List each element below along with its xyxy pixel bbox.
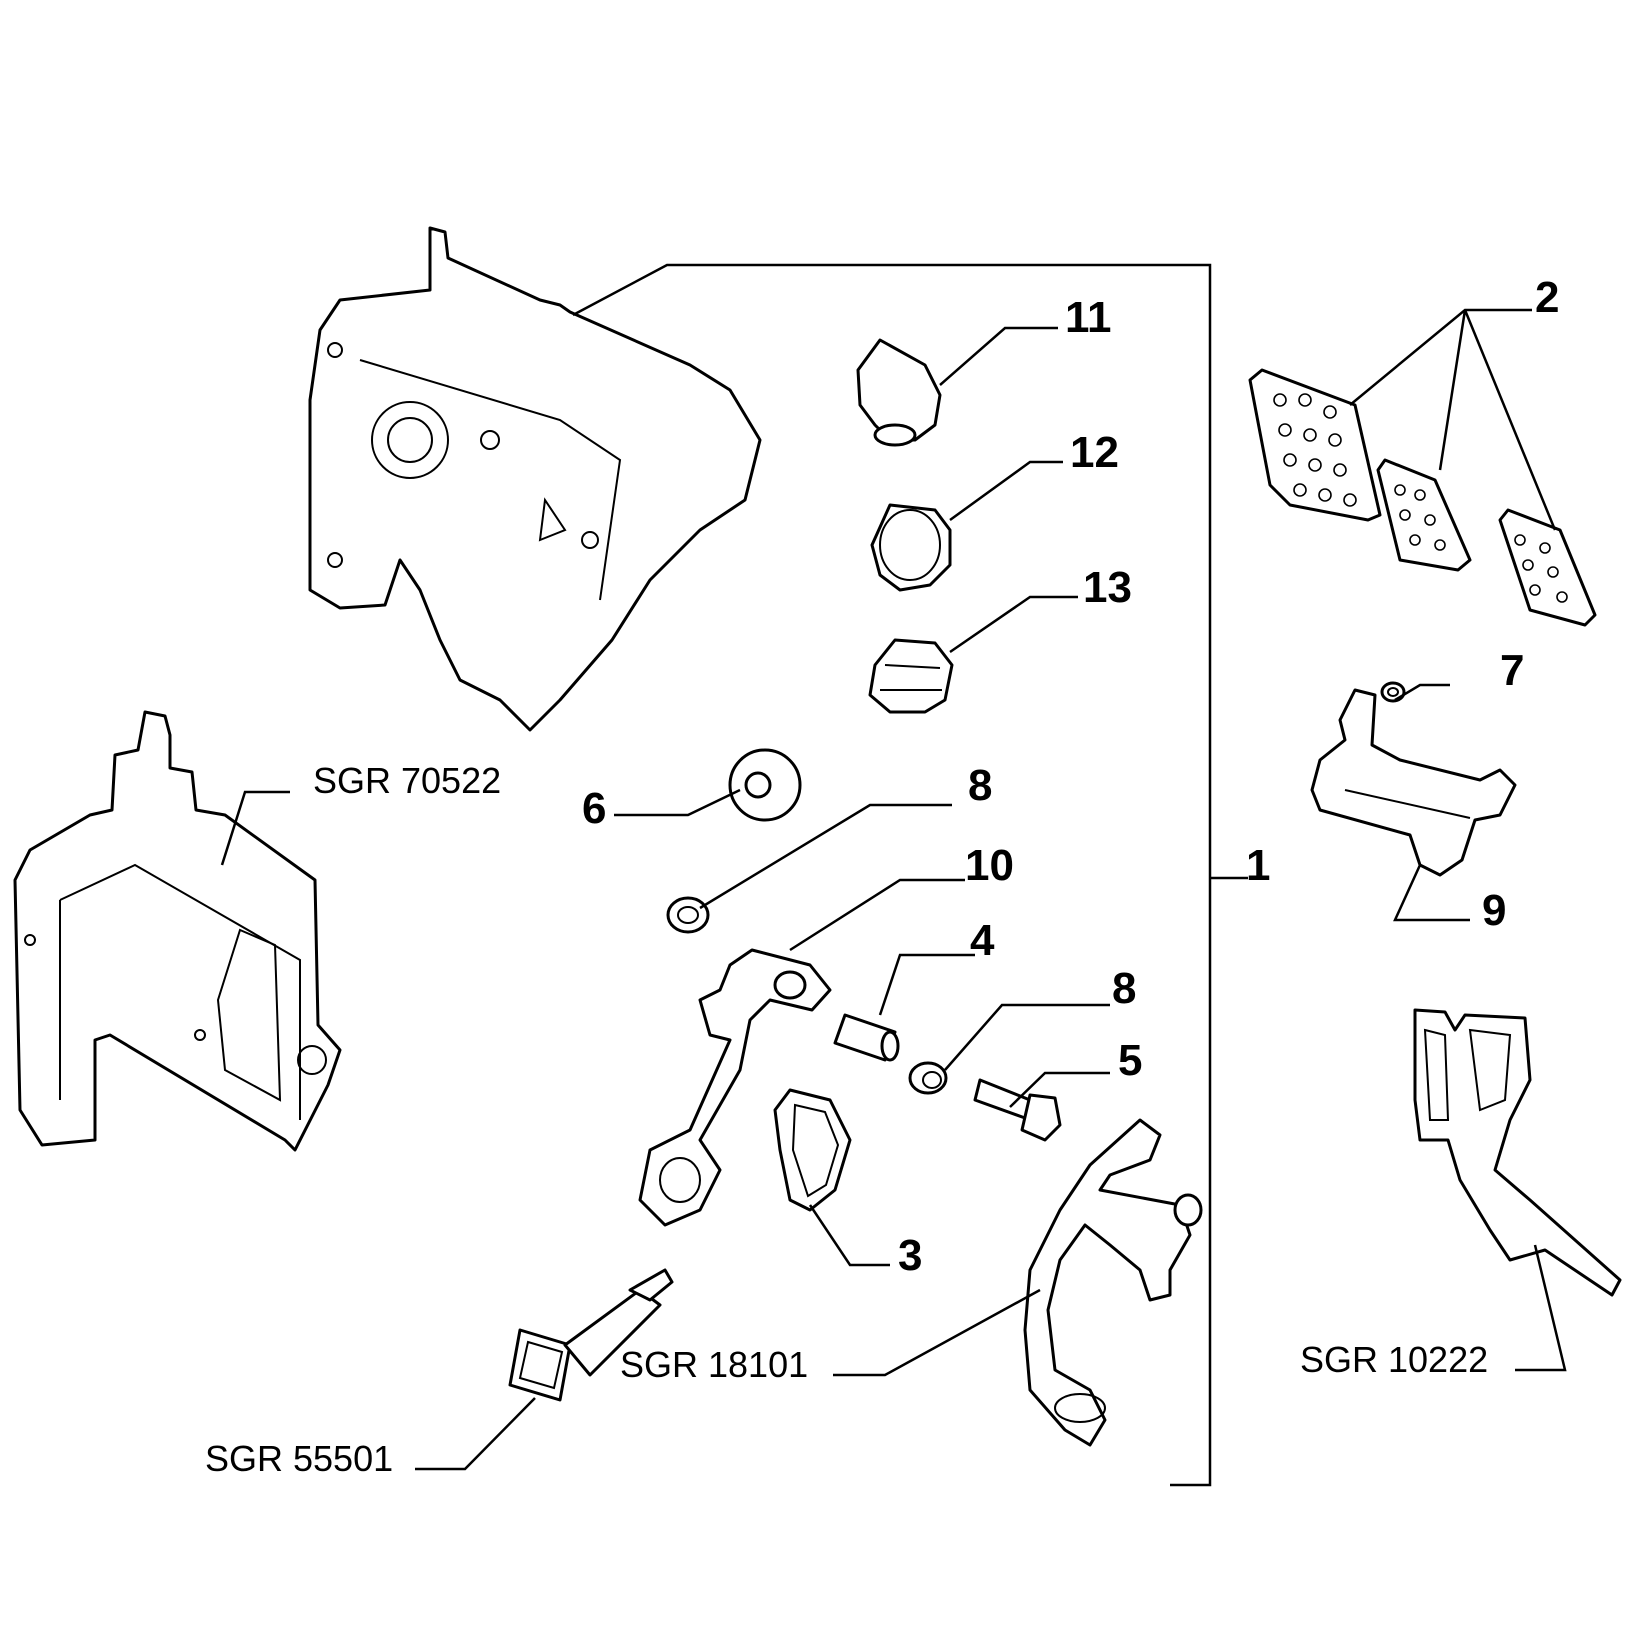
callout-3: 3 xyxy=(898,1231,922,1280)
gasket-ring-3 xyxy=(773,1088,852,1212)
clip-13 xyxy=(868,638,954,714)
spacer-4 xyxy=(833,1013,900,1062)
bracket-9 xyxy=(1310,688,1517,877)
pedal-pad-large xyxy=(1248,368,1382,522)
pedal-pad-right xyxy=(1498,508,1597,627)
bolt-5 xyxy=(973,1078,1062,1142)
callout-6: 6 xyxy=(582,784,606,833)
clip-11 xyxy=(856,338,942,447)
bush-8-upper xyxy=(666,896,710,934)
pedal-lever-10 xyxy=(638,948,832,1227)
callout-10: 10 xyxy=(965,841,1014,890)
ref-sgr-10222: SGR 10222 xyxy=(1300,1339,1488,1380)
clutch-pedal xyxy=(1023,1118,1203,1447)
ref-sgr-18101: SGR 18101 xyxy=(620,1344,808,1385)
accelerator-pedal xyxy=(1413,1008,1622,1297)
callout-11: 11 xyxy=(1065,293,1112,342)
leader-lines xyxy=(220,263,1567,1487)
callout-12: 12 xyxy=(1070,428,1119,477)
callout-8-upper: 8 xyxy=(968,761,992,810)
callout-2: 2 xyxy=(1535,273,1559,322)
callout-5: 5 xyxy=(1118,1036,1142,1085)
clip-12 xyxy=(870,503,952,592)
ref-sgr-70522: SGR 70522 xyxy=(313,760,501,801)
callout-8-lower: 8 xyxy=(1112,964,1136,1013)
bushing-6 xyxy=(728,748,802,822)
callout-9: 9 xyxy=(1482,886,1506,935)
nut-7 xyxy=(1380,681,1406,703)
pedal-pad-middle xyxy=(1376,458,1472,572)
bush-8-lower xyxy=(908,1061,948,1095)
ref-sgr-55501: SGR 55501 xyxy=(205,1438,393,1479)
callout-13: 13 xyxy=(1083,563,1132,612)
pedal-pad-dots xyxy=(1273,393,1568,603)
pedal-support-bracket xyxy=(308,226,762,732)
stop-light-switch xyxy=(508,1268,674,1402)
callout-4: 4 xyxy=(970,916,995,965)
foot-rest-panel xyxy=(13,710,342,1152)
callout-7: 7 xyxy=(1500,646,1524,695)
callout-1: 1 xyxy=(1246,841,1270,890)
